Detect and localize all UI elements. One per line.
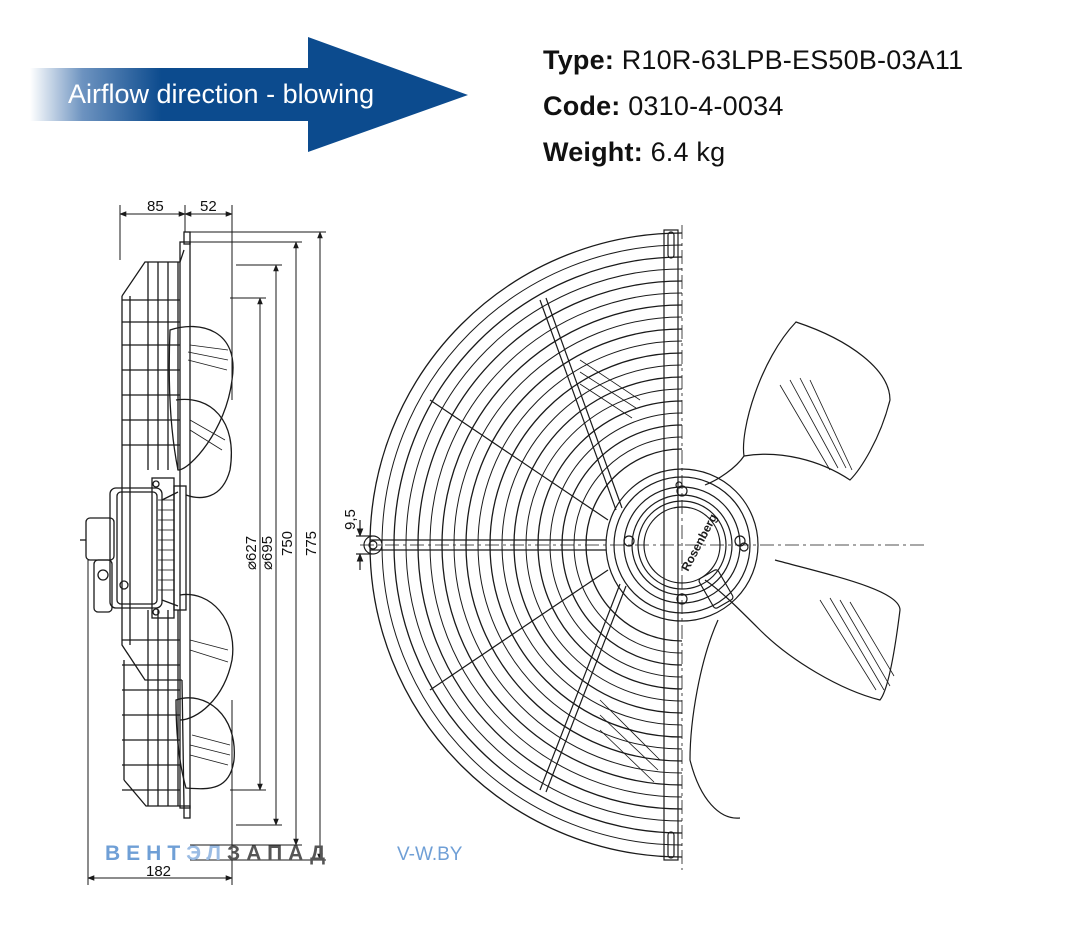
guard-ring [489, 352, 682, 738]
guard-ring [525, 388, 682, 702]
side-view [80, 231, 235, 819]
guard-ring [441, 304, 682, 786]
spec-type-key: Type: [543, 45, 615, 75]
spec-type: Type: R10R-63LPB-ES50B-03A11 [543, 47, 963, 74]
guard-ring [465, 328, 682, 762]
spec-weight-key: Weight: [543, 137, 643, 167]
watermark: ВЕНТЭЛЗАПАД V-W.BY [105, 842, 463, 865]
spec-code-value: 0310-4-0034 [628, 91, 784, 121]
watermark-part2: ЭЛ [186, 842, 227, 865]
spec-weight: Weight: 6.4 kg [543, 139, 725, 166]
guard-ring [417, 280, 682, 810]
watermark-site: V-W.BY [397, 844, 463, 865]
dim-775: 775 [303, 531, 320, 556]
watermark-part3: ЗАПАД [227, 842, 331, 865]
dim-750: 750 [279, 531, 296, 556]
guard-ring [537, 400, 682, 690]
guard-ring [477, 340, 682, 750]
dim-627: ⌀627 [243, 536, 260, 570]
guard-ring [405, 268, 682, 822]
dim-85: 85 [147, 198, 164, 215]
guard-ring [561, 424, 682, 666]
side-dimensions [87, 205, 326, 885]
airflow-arrow [30, 37, 468, 152]
front-view [356, 225, 925, 870]
guard-ring [369, 232, 682, 858]
airflow-label: Airflow direction - blowing [68, 79, 374, 109]
watermark-part1: ВЕНТ [105, 842, 186, 865]
dim-52: 52 [200, 198, 217, 215]
dim-182: 182 [146, 863, 171, 880]
dim-695: ⌀695 [259, 536, 276, 570]
hub-logo: Rosenberg [678, 511, 720, 573]
spec-weight-value: 6.4 kg [650, 137, 726, 167]
dim-9-5: 9,5 [342, 509, 359, 530]
spec-code-key: Code: [543, 91, 621, 121]
guard-ring [573, 436, 682, 654]
guard-ring [393, 256, 682, 834]
guard-ring [453, 316, 682, 774]
guard-ring [549, 412, 682, 678]
svg-text:ВЕНТЭЛЗАПАД: ВЕНТЭЛЗАПАД [105, 842, 331, 865]
guard-ring [513, 376, 682, 714]
guard-ring [585, 448, 682, 642]
spec-code: Code: 0310-4-0034 [543, 93, 784, 120]
guard-ring [429, 292, 682, 798]
spec-type-value: R10R-63LPB-ES50B-03A11 [621, 45, 964, 75]
guard-ring [501, 364, 682, 726]
